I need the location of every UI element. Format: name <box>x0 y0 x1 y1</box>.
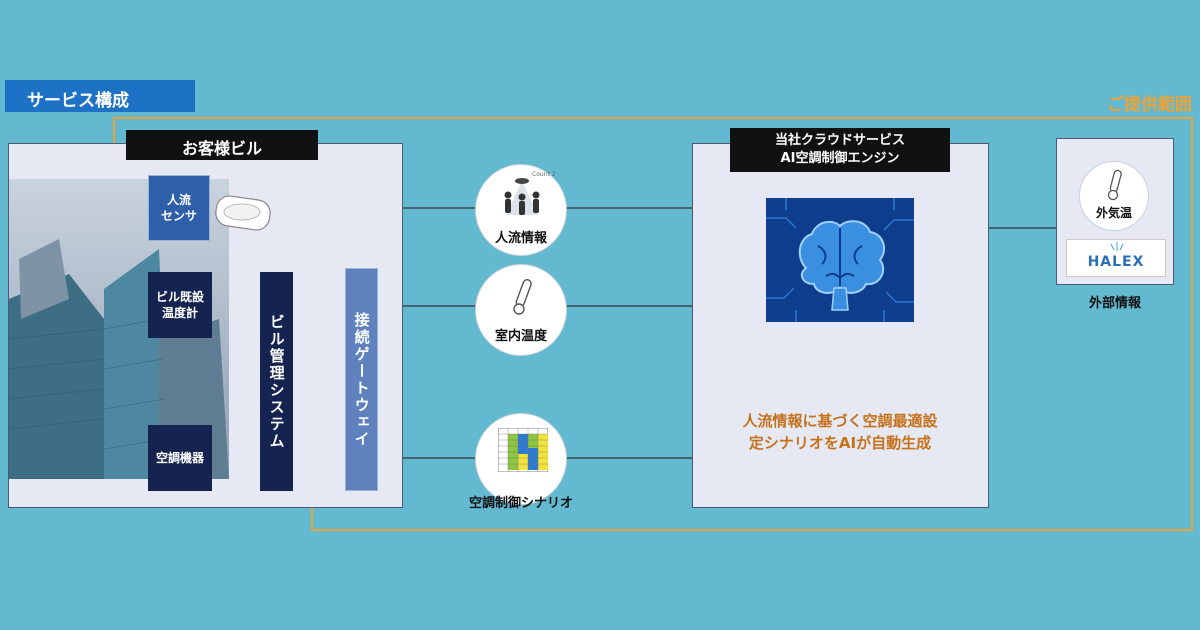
gateway-box: 接続ゲートウェイ <box>345 268 378 491</box>
hvac-scenario-node <box>475 413 567 505</box>
hvac-scenario-label: 空調制御シナリオ <box>468 496 573 511</box>
outdoor-temp-label: 外気温 <box>1095 206 1132 220</box>
people-sensor-box: 人流 センサ <box>148 175 210 241</box>
thermometer-icon <box>513 279 532 315</box>
scope-label: ご提供範囲 <box>1107 95 1192 115</box>
indoor-temp-label: 室内温度 <box>494 329 547 344</box>
sensor-device-icon <box>215 195 271 231</box>
external-info-panel: 外気温 HALEX <box>1056 138 1174 285</box>
customer-building-title: お客様ビル <box>126 130 318 160</box>
halex-logo-text: HALEX <box>1087 254 1145 270</box>
external-info-label: 外部情報 <box>1088 296 1141 311</box>
outdoor-thermometer-icon <box>1107 169 1122 201</box>
halex-sparkle-icon <box>1110 242 1124 251</box>
ai-brain-icon <box>766 198 914 322</box>
halex-logo: HALEX <box>1066 239 1166 277</box>
people-info-node: Count 2 人流情報 <box>475 164 567 256</box>
cloud-title: 当社クラウドサービス AI空調制御エンジン <box>730 128 950 172</box>
building-photo <box>9 179 229 479</box>
outdoor-temp-node: 外気温 <box>1079 161 1149 231</box>
hvac-equipment-box: 空調機器 <box>148 425 212 491</box>
ai-description-line1: 人流情報に基づく空調最適設 <box>742 412 938 430</box>
count-label: Count 2 <box>532 171 556 178</box>
ai-description: 人流情報に基づく空調最適設 定シナリオをAIが自動生成 <box>700 410 980 454</box>
scenario-table-icon <box>498 428 548 472</box>
people-flow-icon <box>504 178 540 215</box>
ai-description-line2: 定シナリオをAIが自動生成 <box>748 434 932 452</box>
people-info-label: 人流情報 <box>494 231 547 246</box>
cloud-title-line2: AI空調制御エンジン <box>780 151 900 166</box>
indoor-temp-node: 室内温度 <box>475 264 567 356</box>
bms-box: ビル管理システム <box>260 272 293 491</box>
building-thermometer-box: ビル既設 温度計 <box>148 272 212 338</box>
cloud-title-line1: 当社クラウドサービス <box>774 133 905 148</box>
service-structure-banner: サービス構成 <box>5 80 195 112</box>
